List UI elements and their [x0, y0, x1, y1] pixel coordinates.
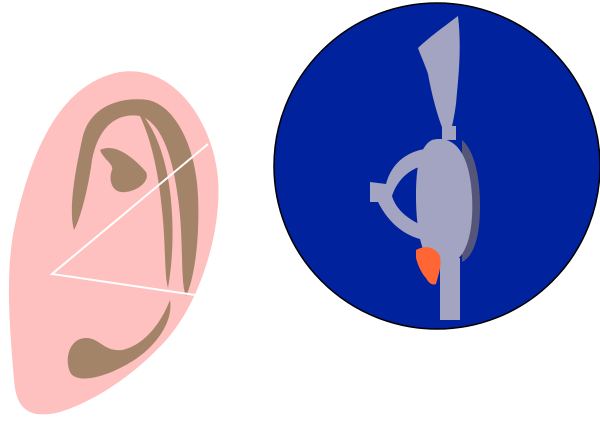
ear-concha	[100, 148, 147, 193]
inner-structure	[370, 16, 480, 320]
ear-antihelix	[136, 108, 173, 288]
ear-helix-fold	[71, 99, 199, 297]
pointer-lines	[49, 143, 209, 297]
structure-highlight	[416, 247, 441, 285]
structure-neck	[442, 126, 456, 140]
structure-side-arm	[370, 148, 432, 240]
structure-top-tube	[418, 16, 460, 132]
ear-lobe-fold	[67, 300, 171, 379]
structure-bottom-stem	[440, 258, 460, 320]
outer-ear	[8, 71, 219, 415]
structure-body	[416, 139, 473, 262]
